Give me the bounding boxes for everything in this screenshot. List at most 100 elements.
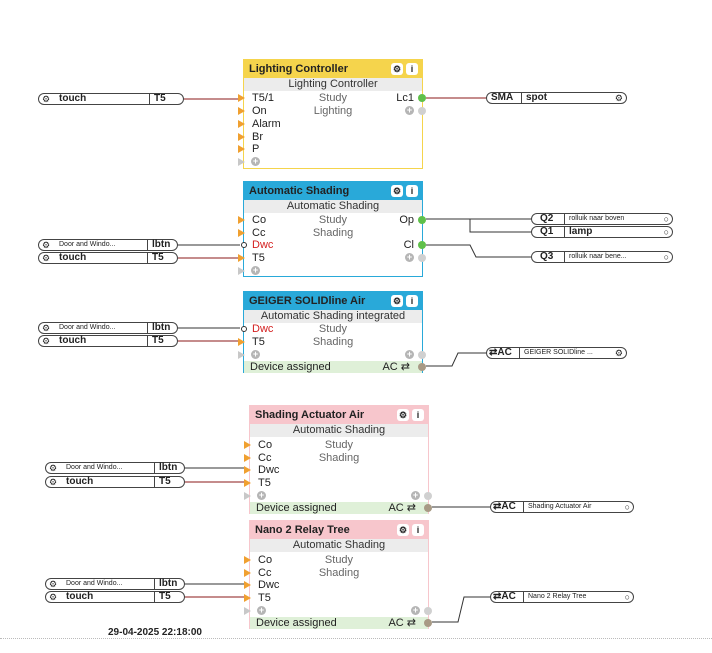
input-pin[interactable] [238,94,245,102]
gear-icon[interactable]: ⚙ [391,63,403,75]
add-input-icon[interactable]: + [251,265,260,275]
automatic-shading-block[interactable]: Automatic Shading ⚙i Automatic Shading C… [238,181,426,277]
add-output-icon[interactable]: + [411,490,420,500]
circle-icon[interactable]: ○ [624,502,630,512]
geiger-solidline-block[interactable]: GEIGER SOLIDline Air ⚙i Automatic Shadin… [238,291,426,373]
shading-actuator-block[interactable]: Shading Actuator Air ⚙i Automatic Shadin… [244,405,432,514]
add-output-icon[interactable]: + [405,349,414,359]
circle-icon[interactable]: ○ [663,252,669,262]
geiger-device-chip[interactable]: ⇄AC GEIGER SOLIDline ... ⚙ [486,347,627,359]
q1-output-chip[interactable]: Q1 lamp ○ [531,226,673,238]
input-pin[interactable] [244,454,251,462]
circle-icon[interactable]: ○ [663,227,669,237]
gear-icon[interactable]: ⚙ [391,295,403,307]
input-pin[interactable] [238,351,245,359]
input-pin[interactable] [244,466,251,474]
input-pin[interactable] [238,229,245,237]
gear-icon[interactable]: ⚙ [42,336,51,346]
input-pin[interactable] [241,242,247,248]
input-pin[interactable] [238,145,245,153]
input-pin[interactable] [238,158,245,166]
gear-icon[interactable]: ⚙ [614,93,623,103]
q2-output-chip[interactable]: Q2 rolluik naar boven ○ [531,213,673,225]
output-pin[interactable] [418,216,426,224]
gear-icon[interactable]: ⚙ [42,253,51,263]
input-pin[interactable] [244,556,251,564]
gear-icon[interactable]: ⚙ [397,409,409,421]
info-icon[interactable]: i [406,63,418,75]
device-output-pin[interactable] [424,619,432,627]
input-pin[interactable] [238,216,245,224]
gear-icon[interactable]: ⚙ [614,348,623,358]
input-pin[interactable] [238,267,245,275]
circle-icon[interactable]: ○ [663,214,669,224]
gear-icon[interactable]: ⚙ [49,592,58,602]
door-window-input-chip[interactable]: ⚙ Door and Windo... lbtn [38,322,178,334]
touch-input-chip[interactable]: ⚙ touch T5 [38,93,184,105]
gear-icon[interactable]: ⚙ [42,94,51,104]
add-input-icon[interactable]: + [251,349,260,359]
add-input-icon[interactable]: + [257,490,266,500]
gear-icon[interactable]: ⚙ [49,463,58,473]
add-output-icon[interactable]: + [411,605,420,615]
info-icon[interactable]: i [406,185,418,197]
input-pin[interactable] [238,133,245,141]
input-pin[interactable] [238,120,245,128]
touch-input-chip[interactable]: ⚙ touch T5 [38,252,178,264]
lighting-controller-block[interactable]: Lighting Controller ⚙i Lighting Controll… [238,59,426,169]
input-pin[interactable] [238,338,245,346]
gear-icon[interactable]: ⚙ [42,240,51,250]
add-output-icon[interactable]: + [405,252,414,262]
device-output-pin[interactable] [418,363,426,371]
output-pin[interactable] [418,94,426,102]
gear-icon[interactable]: ⚙ [49,579,58,589]
input-pin[interactable] [241,326,247,332]
block-header[interactable]: Nano 2 Relay Tree ⚙i [250,521,428,539]
door-window-input-chip[interactable]: ⚙ Door and Windo... lbtn [38,239,178,251]
input-pin[interactable] [238,254,245,262]
chip-name: rolluik naar boven [564,214,662,224]
input-pin[interactable] [244,569,251,577]
block-header[interactable]: Lighting Controller ⚙i [244,60,422,78]
info-icon[interactable]: i [412,524,424,536]
add-output-icon[interactable]: + [405,105,414,115]
input-pin[interactable] [244,492,251,500]
input-pin[interactable] [244,581,251,589]
input-pin[interactable] [244,441,251,449]
output-pin[interactable] [424,492,432,500]
info-icon[interactable]: i [412,409,424,421]
q3-output-chip[interactable]: Q3 rolluik naar bene... ○ [531,251,673,263]
touch-input-chip[interactable]: ⚙ touch T5 [38,335,178,347]
input-pin[interactable] [244,607,251,615]
block-header[interactable]: GEIGER SOLIDline Air ⚙i [244,292,422,310]
door-window-input-chip[interactable]: ⚙ Door and Windo... lbtn [45,462,185,474]
gear-icon[interactable]: ⚙ [391,185,403,197]
gear-icon[interactable]: ⚙ [397,524,409,536]
touch-input-chip[interactable]: ⚙ touch T5 [45,476,185,488]
device-output-pin[interactable] [424,504,432,512]
sma-spot-output-chip[interactable]: SMA spot ⚙ [486,92,627,104]
input-label: P [252,143,260,155]
circle-icon[interactable]: ○ [624,592,630,602]
input-pin[interactable] [238,107,245,115]
gear-icon[interactable]: ⚙ [42,323,51,333]
output-pin[interactable] [418,254,426,262]
output-pin[interactable] [418,241,426,249]
block-header[interactable]: Shading Actuator Air ⚙i [250,406,428,424]
add-input-icon[interactable]: + [257,605,266,615]
block-header[interactable]: Automatic Shading ⚙i [244,182,422,200]
actuator-device-chip[interactable]: ⇄AC Shading Actuator Air ○ [490,501,634,513]
output-pin[interactable] [424,607,432,615]
output-pin[interactable] [418,351,426,359]
nano-relay-block[interactable]: Nano 2 Relay Tree ⚙i Automatic Shading C… [244,520,432,629]
gear-icon[interactable]: ⚙ [49,477,58,487]
touch-input-chip[interactable]: ⚙ touch T5 [45,591,185,603]
chip-channel: T5 [149,94,185,104]
nano-device-chip[interactable]: ⇄AC Nano 2 Relay Tree ○ [490,591,634,603]
door-window-input-chip[interactable]: ⚙ Door and Windo... lbtn [45,578,185,590]
info-icon[interactable]: i [406,295,418,307]
input-pin[interactable] [244,594,251,602]
output-pin[interactable] [418,107,426,115]
add-input-icon[interactable]: + [251,156,260,166]
input-pin[interactable] [244,479,251,487]
